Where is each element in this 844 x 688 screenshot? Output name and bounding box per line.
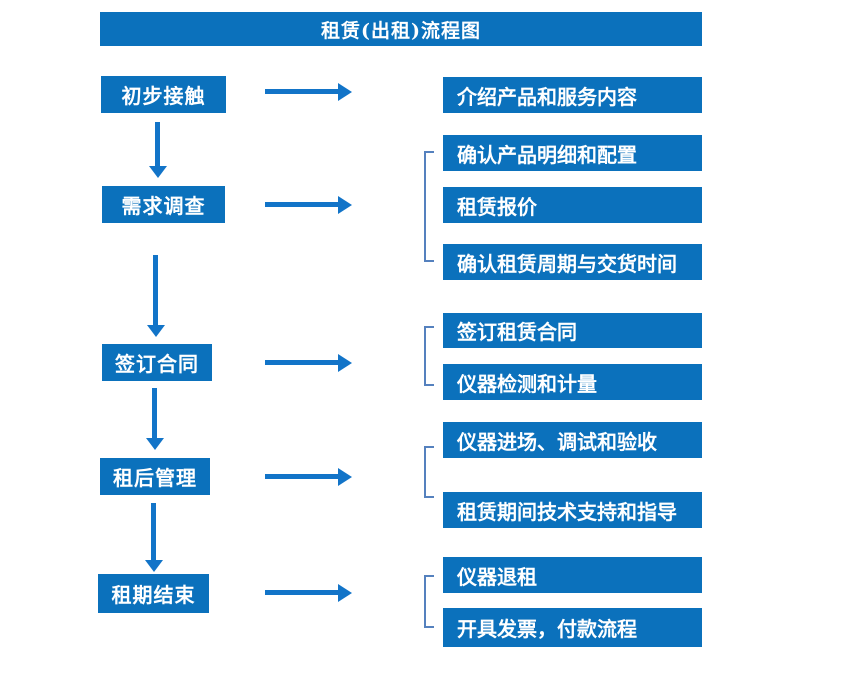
detail-box-invoice-payment: 开具发票，付款流程 [443,608,702,647]
bracket-icon-post-rental-group [424,446,434,498]
flowchart-title: 租赁(出租)流程图 [100,12,702,46]
right-arrow-icon-4 [265,474,338,479]
step-box-post-rental-management: 租后管理 [100,458,210,495]
detail-box-rental-quote: 租赁报价 [443,187,702,223]
down-arrow-icon-2 [153,255,158,325]
bracket-icon-sign-contract-group [424,326,434,386]
detail-box-confirm-rental-period: 确认租赁周期与交货时间 [443,244,702,280]
detail-box-instrument-setup-acceptance: 仪器进场、调试和验收 [443,422,702,458]
step-box-initial-contact: 初步接触 [101,76,226,113]
right-arrow-icon-1 [265,89,338,94]
step-box-sign-contract: 签订合同 [102,344,212,381]
bracket-icon-demand-survey-group [424,151,434,262]
detail-box-introduce-products: 介绍产品和服务内容 [443,77,702,113]
detail-box-instrument-testing: 仪器检测和计量 [443,364,702,400]
right-arrow-icon-5 [265,590,338,595]
detail-box-rental-tech-support: 租赁期间技术支持和指导 [443,492,702,528]
down-arrow-icon-1 [155,122,160,166]
right-arrow-icon-2 [265,202,338,207]
detail-box-sign-rental-contract: 签订租赁合同 [443,313,702,348]
detail-box-confirm-product-details: 确认产品明细和配置 [443,135,702,171]
down-arrow-icon-4 [151,503,156,560]
step-box-demand-survey: 需求调查 [102,186,225,223]
step-box-lease-end: 租期结束 [98,574,209,613]
detail-box-instrument-return: 仪器退租 [443,557,702,593]
right-arrow-icon-3 [265,360,338,365]
down-arrow-icon-3 [152,388,157,438]
bracket-icon-lease-end-group [424,575,434,628]
